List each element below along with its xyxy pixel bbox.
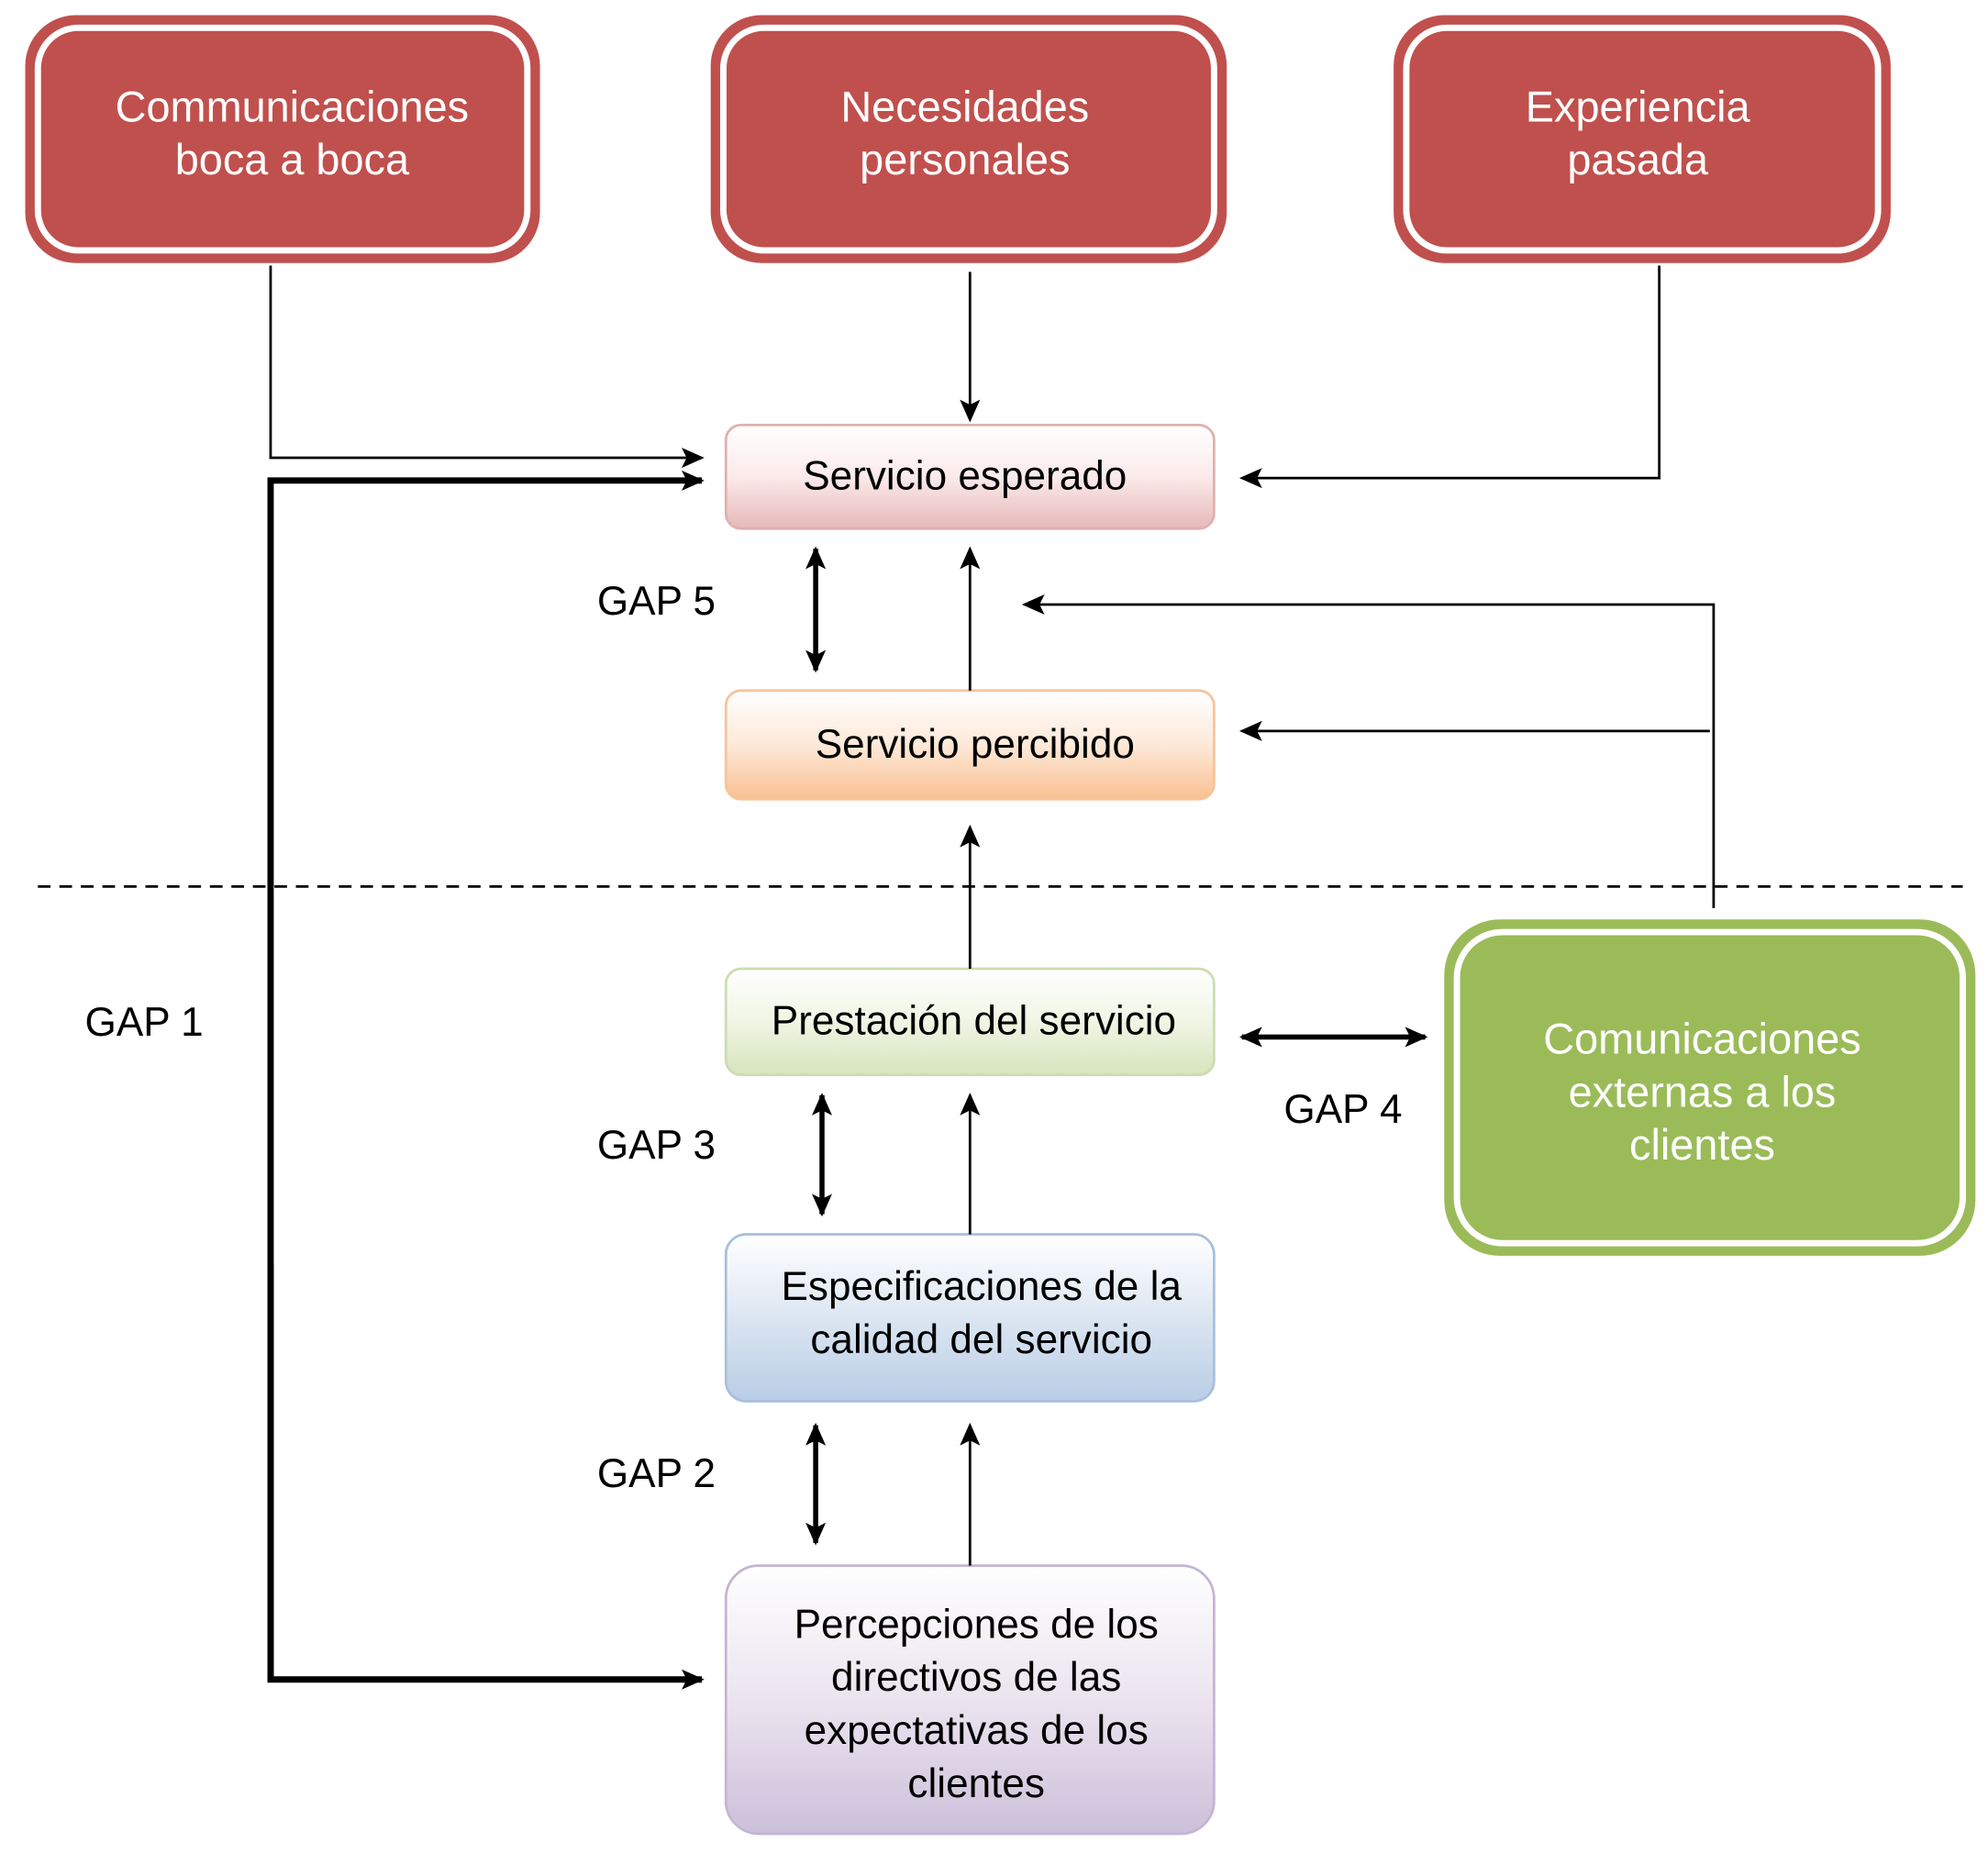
gap5-label: GAP 5 [597,579,716,624]
source-word-of-mouth: Communicaciones boca a boca [25,15,540,263]
box-expected-service: Servicio esperado [724,423,1216,530]
box-quality-specs: Especificaciones de la calidad del servi… [724,1233,1216,1403]
box-label: Servicio percibido [816,722,1135,767]
source-personal-needs: Necesidades personales [710,15,1227,263]
source-label: boca a boca [175,136,410,183]
box-label: calidad del servicio [810,1317,1152,1362]
arrow-experience-to-expected [1238,265,1661,489]
connectors [267,265,1716,1690]
box-management-perceptions: Percepciones de los directivos de las ex… [724,1564,1216,1836]
gap2-label: GAP 2 [597,1451,716,1496]
source-label: Communicaciones [116,83,469,130]
box-label: Comunicaciones [1543,1015,1860,1062]
box-label: expectativas de los [805,1708,1149,1753]
source-label: pasada [1567,136,1709,183]
arrow-gap1-to-expected [267,470,705,1680]
source-label: Necesidades [840,83,1089,130]
arrow-wom-to-expected [269,265,705,469]
arrow-external-to-expected [1021,594,1716,908]
box-label: Especificaciones de la [781,1264,1182,1309]
gap3-label: GAP 3 [597,1123,716,1168]
box-label: clientes [1629,1121,1775,1169]
box-external-communications: Comunicaciones externas a los clientes [1444,919,1976,1256]
box-label: directivos de las [831,1655,1121,1700]
arrow-gap1-to-management [267,1264,705,1690]
box-label: Percepciones de los [794,1602,1159,1647]
box-label: Prestación del servicio [772,999,1176,1044]
gap1-label: GAP 1 [85,1000,204,1045]
source-past-experience: Experiencia pasada [1394,15,1891,263]
source-label: Experiencia [1526,83,1751,130]
box-label: externas a los [1569,1068,1837,1116]
source-label: personales [860,136,1070,183]
gap4-label: GAP 4 [1283,1087,1402,1132]
box-service-delivery: Prestación del servicio [724,967,1216,1077]
box-label: Servicio esperado [803,454,1127,499]
box-label: clientes [907,1761,1045,1806]
box-perceived-service: Servicio percibido [724,689,1216,801]
